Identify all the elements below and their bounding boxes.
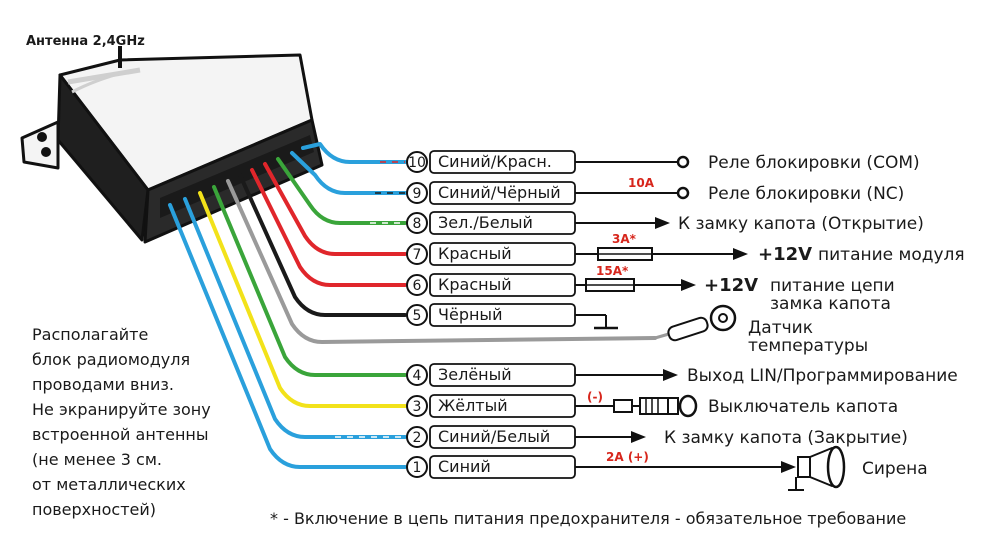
pin-number-circle [406,304,428,326]
target-10: Реле блокировки (COM) [708,153,920,173]
note-line: от металлических [32,475,186,494]
target-6: питание цепи [770,276,895,296]
wire-label: Красный [438,244,512,263]
note-line: Не экранируйте зону [32,400,211,419]
pin-1: 1 Синий [406,455,576,479]
note-line: (не менее 3 см. [32,450,162,469]
note-line: Располагайте [32,325,148,344]
pin-3: 3 Жёлтый [406,394,576,418]
relay-com-terminal [676,155,690,169]
wire-8 [276,157,407,225]
target-6-line2: замка капота [770,294,891,314]
wire-label: Синий/Красн. [438,152,552,171]
pin-6: 6 Красный [406,273,576,297]
note-line: блок радиомодуля [32,350,190,369]
pin-9: 9 Синий/Чёрный [406,181,576,205]
target-6-bold: +12V [704,275,758,296]
wire-9 [290,151,407,195]
pin-7: 7 Красный [406,242,576,266]
temperature-sensor-icon [654,304,737,342]
target-temp: Датчик [748,318,813,338]
pin-number-circle [406,151,428,173]
fuse-label-6: 15A* [596,264,629,278]
mounting-note: Располагайте блок радиомодуля проводами … [32,325,211,519]
pin-number: 3 [413,399,422,415]
hood-switch-icon [613,394,698,418]
wire-temp [226,179,657,344]
wire-label: Зелёный [438,365,512,384]
pin-number: 8 [413,216,422,232]
footnote: * - Включение в цепь питания предохранит… [270,509,906,528]
wire-label: Синий [438,457,491,476]
arrow-right-icon [663,369,678,381]
siren-icon [788,445,846,491]
pin-number-circle [406,182,428,204]
arrow-right-icon [781,461,796,473]
fuse-label-7: 3A* [612,232,637,246]
arrow-right-icon [655,217,670,229]
pin-2: 2 Синий/Белый [406,425,576,449]
target-3: Выключатель капота [708,397,898,417]
note-line: поверхностей) [32,500,156,519]
pin-8: 8 Зел./Белый [406,211,576,235]
fuse-label-9: 10A [628,176,655,190]
target-7-bold: +12V [758,244,812,265]
wires-layer [168,142,657,469]
pin-number: 4 [413,368,422,384]
arrow-right-icon [733,248,748,260]
pin-number-circle [406,426,428,448]
note-line: встроенной антенны [32,425,209,444]
wire-3 [198,191,407,408]
pin-number-circle [406,243,428,265]
pin-number: 2 [413,430,422,446]
wire-4 [212,185,407,377]
pin-number-circle [406,364,428,386]
target-2: К замку капота (Закрытие) [664,428,908,448]
wire-6 [250,168,407,287]
pin-number: 5 [413,308,422,324]
target-4: Выход LIN/Программирование [687,366,958,386]
fuse-label-1: 2A (+) [606,450,649,464]
target-temp-line2: температуры [748,336,868,356]
wire-2 [183,197,407,439]
wire-label: Жёлтый [438,396,508,415]
pin-number-circle [406,395,428,417]
arrow-right-icon [681,279,696,291]
targets: Реле блокировки (COM) 10A Реле блокировк… [575,153,965,491]
pin-4: 4 Зелёный [406,363,576,387]
arrow-right-icon [631,431,646,443]
pin-number-circle [406,212,428,234]
wire-label: Синий/Чёрный [438,183,561,202]
pin-10: 10 Синий/Красн. [406,150,576,174]
pin-number: 10 [408,155,426,171]
pin-number-circle [406,274,428,296]
pin-number: 9 [413,186,422,202]
target-1: Сирена [862,459,928,479]
wire-1 [168,203,407,469]
wire-label: Чёрный [438,305,502,324]
pin-number: 6 [413,278,422,294]
relay-nc-terminal [676,186,690,200]
pin-5: 5 Чёрный [406,303,576,327]
target-7: питание модуля [818,245,965,265]
polarity-label-3: (-) [587,390,603,404]
wire-label: Красный [438,275,512,294]
wire-10 [301,142,407,164]
target-8: К замку капота (Открытие) [678,214,924,234]
pin-number: 1 [413,460,422,476]
pin-number: 7 [413,247,422,263]
note-line: проводами вниз. [32,375,174,394]
pin-number-circle [406,456,428,478]
antenna-label: Антенна 2,4GHz [26,34,145,49]
target-9: Реле блокировки (NC) [708,184,904,204]
wire-label: Синий/Белый [438,427,550,446]
wire-7 [263,162,407,256]
wire-5 [238,173,407,317]
wire-label: Зел./Белый [438,213,533,232]
